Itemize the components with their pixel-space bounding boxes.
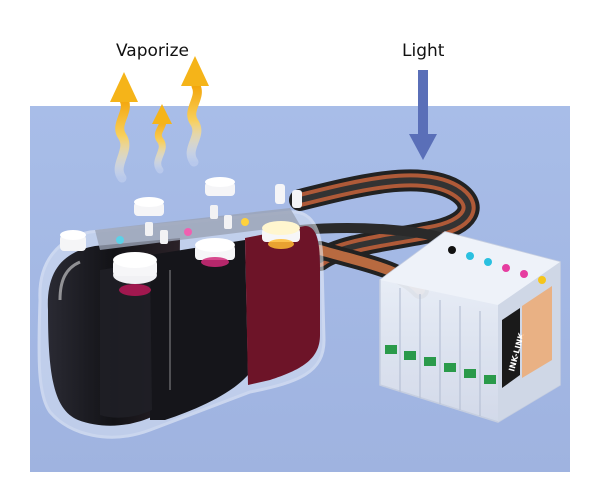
ink-reservoir (37, 208, 326, 439)
light-label: Light (402, 41, 445, 61)
vapor-arrow-middle (154, 114, 167, 174)
vaporize-label: Vaporize (116, 41, 190, 61)
vapor-arrowhead-left (110, 72, 138, 102)
vapor-arrowhead-right (181, 56, 209, 86)
vapor-arrows (110, 56, 209, 183)
vapor-arrowhead-middle (152, 104, 172, 124)
vapor-arrow-right (186, 81, 202, 167)
ink-cartridges: INK-LINK (379, 231, 561, 423)
reservoir-caps (60, 177, 302, 296)
vapor-arrow-left (114, 95, 130, 183)
light-arrow (409, 70, 437, 160)
